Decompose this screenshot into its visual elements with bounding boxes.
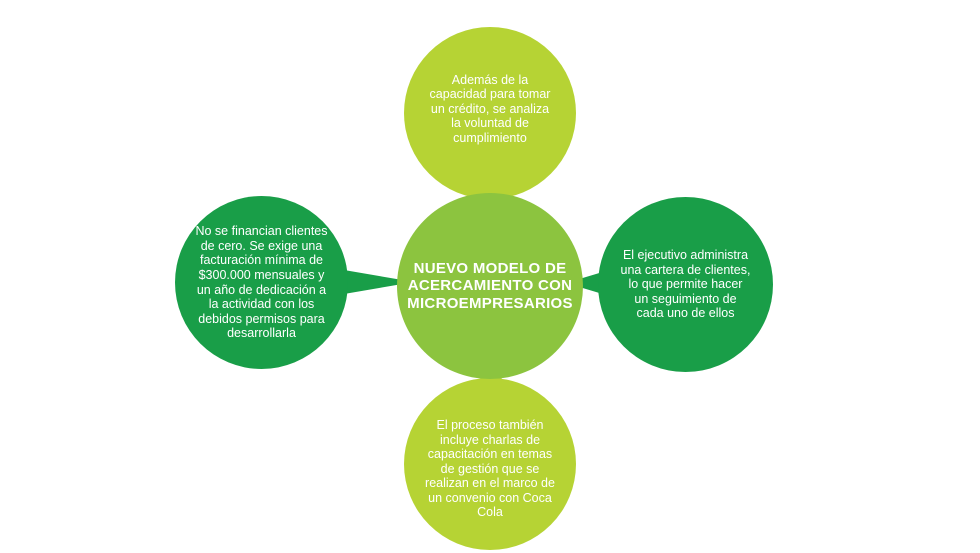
bottom-bubble: El proceso también incluye charlas de ca… [404,378,576,550]
right-bubble: El ejecutivo administra una cartera de c… [598,197,773,372]
bottom-bubble-text: El proceso también incluye charlas de ca… [425,417,555,520]
center-circle: NUEVO MODELO DE ACERCAMIENTO CON MICROEM… [397,193,583,379]
top-bubble: Además de la capacidad para tomar un cré… [404,27,576,199]
right-bubble-text: El ejecutivo administra una cartera de c… [620,248,751,321]
center-title: NUEVO MODELO DE ACERCAMIENTO CON MICROEM… [407,259,573,312]
left-bubble: No se financian clientes de cero. Se exi… [175,196,348,369]
left-bubble-text: No se financian clientes de cero. Se exi… [195,224,328,341]
top-bubble-text: Además de la capacidad para tomar un cré… [429,72,551,145]
